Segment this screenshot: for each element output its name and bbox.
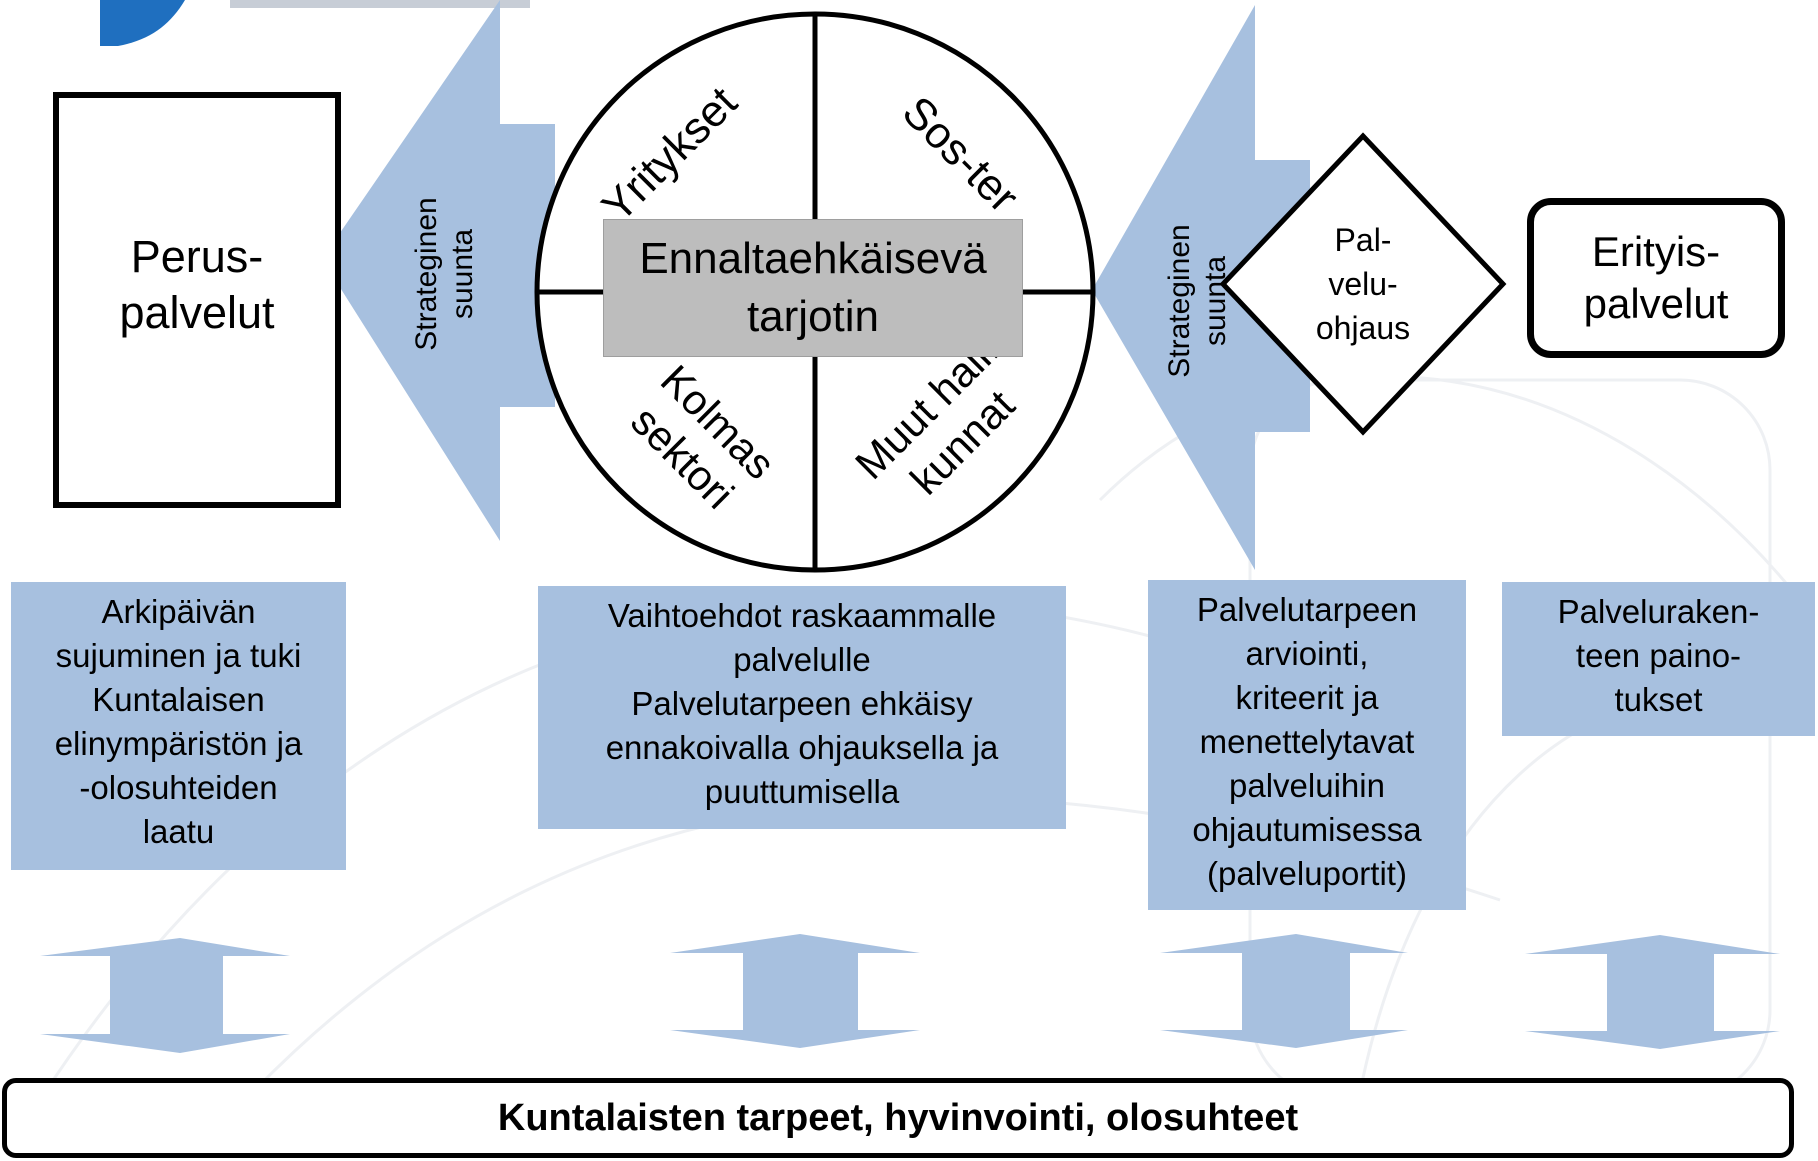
preventive-tray-box: Ennaltaehkäisevä tarjotin xyxy=(603,219,1023,357)
logo-mark xyxy=(100,0,185,46)
right-strategic-arrow xyxy=(1092,5,1310,570)
info-box-basic: Arkipäivän sujuminen ja tuki Kuntalaisen… xyxy=(11,582,346,870)
right-arrow-label: Strateginen suunta xyxy=(1163,224,1232,378)
info-box-preventive: Vaihtoehdot raskaammalle palvelulle Palv… xyxy=(538,586,1066,829)
info-box-special: Palveluraken- teen paino- tukset xyxy=(1502,582,1815,736)
double-arrow-1 xyxy=(40,938,290,1053)
left-strategic-arrow xyxy=(322,0,555,541)
service-guidance-label: Pal- velu- ohjaus xyxy=(1315,222,1411,346)
preventive-tray-label: Ennaltaehkäisevä tarjotin xyxy=(639,234,987,341)
double-arrow-3 xyxy=(1160,934,1408,1048)
citizens-needs-bar: Kuntalaisten tarpeet, hyvinvointi, olosu… xyxy=(2,1078,1794,1158)
citizens-needs-label: Kuntalaisten tarpeet, hyvinvointi, olosu… xyxy=(497,1096,1299,1139)
special-services-box: Erityis- palvelut xyxy=(1527,198,1785,358)
logo-text-fragment xyxy=(230,0,530,8)
basic-services-label: Perus- palvelut xyxy=(119,231,275,338)
special-services-label: Erityis- palvelut xyxy=(1583,228,1729,327)
basic-services-box: Perus- palvelut xyxy=(53,92,341,508)
diamond-shape xyxy=(1219,132,1507,436)
double-arrow-4 xyxy=(1525,935,1780,1049)
left-arrow-label: Strateginen suunta xyxy=(410,197,479,351)
double-arrow-2 xyxy=(670,934,920,1048)
info-box-guidance: Palvelutarpeen arviointi, kriteerit ja m… xyxy=(1148,580,1466,910)
